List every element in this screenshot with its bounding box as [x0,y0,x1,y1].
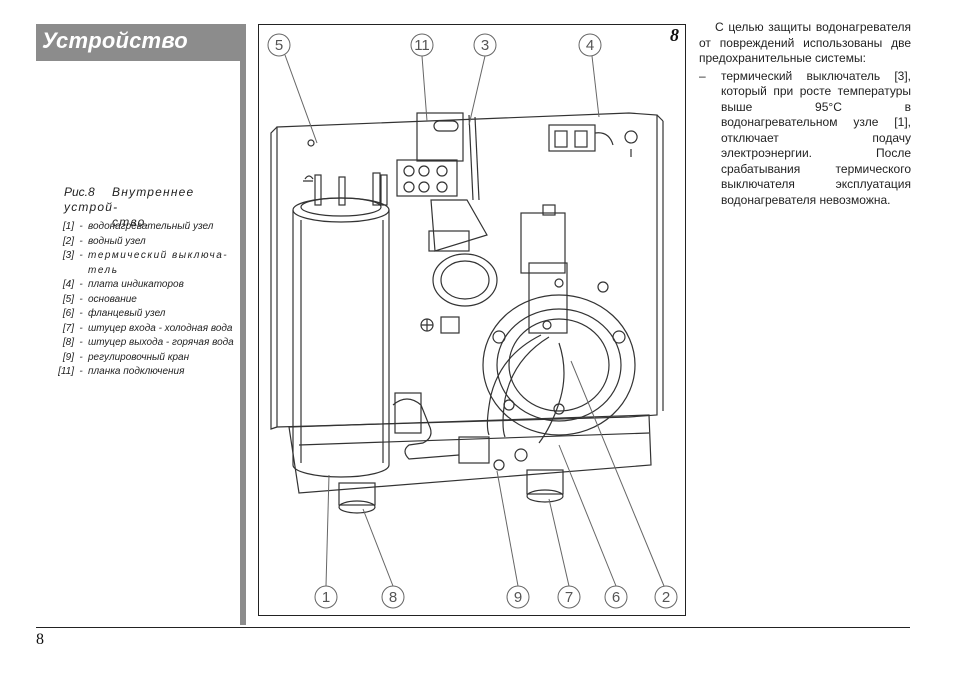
bullet-text: термический выключатель [3], который при… [721,68,911,207]
heater-cylinder [292,197,390,478]
inlet-fitting [526,469,564,503]
outlet-fitting [338,482,376,514]
indicator-plate [548,124,614,152]
bullet-dash: – [699,68,706,83]
callout-label: 5 [275,37,283,54]
legend-ref: [1] [62,221,74,232]
flange-unit [482,281,636,436]
water-unit [486,204,568,444]
legend-ref: [7] [62,322,74,334]
legend-dash: - [79,308,83,319]
callout-label: 9 [514,589,522,606]
legend-text: водонагревательный узел [88,221,214,232]
legend-dash: - [79,221,83,232]
legend-item: [2]-водный узел [52,235,234,250]
legend-dash: - [79,337,83,348]
legend-item: [6]-фланцевый узел [52,307,234,322]
legend-ref: [5] [62,293,74,305]
callout-label: 11 [414,37,430,54]
body-intro: С целью защиты водонагревателя от повреж… [699,20,911,65]
legend-dash: - [79,366,83,377]
callout-label: 8 [389,589,397,606]
side-rule [240,61,246,625]
callout-label: 6 [612,589,620,606]
terminal-block [396,112,480,201]
bullet-item: – термический выключатель [3], который п… [699,69,911,209]
figure-frame: 8 [258,24,686,616]
figure-legend: [1]-водонагревательный узел [2]-водный у… [52,220,234,380]
legend-text: регулировочный кран [88,351,190,363]
legend-dash: - [79,279,83,290]
callout-label: 3 [481,37,489,54]
legend-item: [7]-штуцер входа - холодная вода [52,322,234,337]
legend-dash: - [79,351,83,363]
section-header-bar: Устройство [36,24,246,61]
legend-ref: [11] [58,366,74,377]
legend-dash: - [79,293,83,305]
legend-text: водный узел [88,235,146,247]
legend-text: основание [88,293,137,305]
legend-text: штуцер входа - холодная вода [88,322,233,334]
body-text: С целью защиты водонагревателя от повреж… [699,20,911,208]
figure-caption-text-2: ство. [112,215,151,229]
callout-label: 4 [586,37,594,54]
callout-bottom-circle [654,585,678,609]
section-title: Устройство [42,28,188,53]
legend-item: [1]-водонагревательный узел [52,220,234,235]
base-plate [276,112,658,428]
legend-text: плата индикаторов [88,279,184,290]
legend-ref: [9] [62,351,74,363]
figure-caption-text-1: Внутреннее устрой- [64,185,195,214]
legend-item: [4]-плата индикаторов [52,278,234,293]
legend-ref: [6] [62,308,74,319]
legend-ref: [2] [62,235,74,247]
legend-text: термический выключа-тель [88,250,229,276]
page-number: 8 [36,631,44,648]
callout-label: 1 [322,589,330,606]
legend-dash: - [79,235,83,247]
legend-ref: [8] [62,337,74,348]
legend-item: [11]-планка подключения [52,365,234,380]
callout-label: 7 [565,589,573,606]
legend-ref: [4] [62,279,74,290]
bottom-tray [288,414,652,494]
legend-dash: - [79,250,83,261]
legend-dash: - [79,322,83,334]
legend-ref: [3] [62,250,74,261]
legend-item: [5]-основание [52,293,234,308]
callout-label: 2 [662,589,670,606]
legend-item: [9]-регулировочный кран [52,351,234,366]
figure-number: 8 [670,25,679,45]
legend-item: [3]-термический выключа-тель [52,249,234,278]
legend-text: фланцевый узел [88,308,166,319]
callout-top-circle [267,33,291,57]
callout-top-circle [578,33,602,57]
legend-text: планка подключения [88,366,185,377]
legend-item: [8]-штуцер выхода - горячая вода [52,336,234,351]
legend-text: штуцер выхода - горячая вода [88,337,234,348]
footer-rule [36,627,910,628]
figure-caption-label: Рис.8 [64,185,95,199]
device-illustration: 5 11 3 4 1 8 9 7 6 2 [267,33,678,609]
